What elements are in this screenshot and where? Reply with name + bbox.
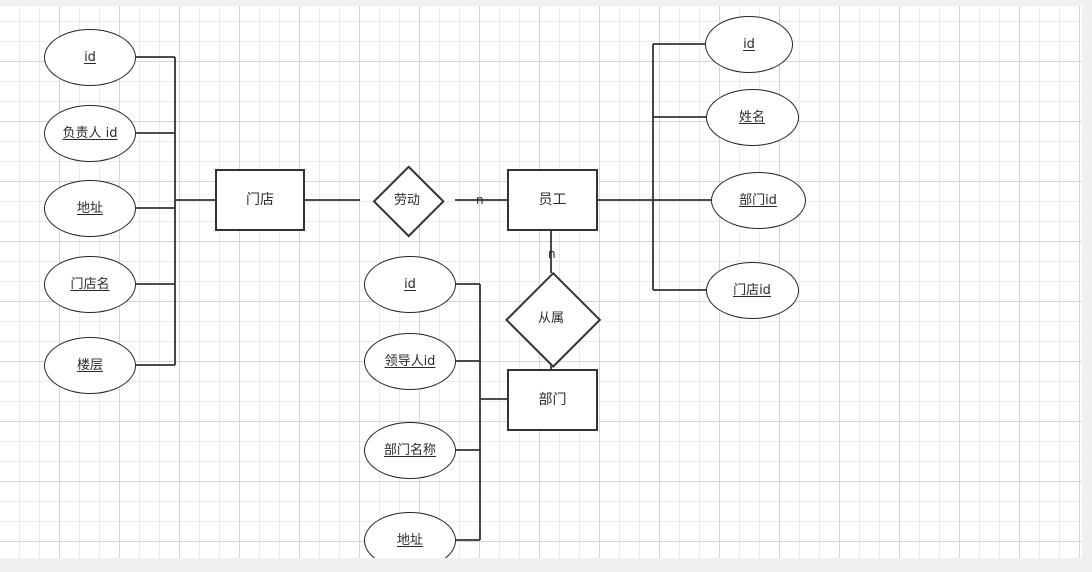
attribute-store-manager[interactable]: 负责人 id [44, 104, 136, 162]
attribute-employee-store-id[interactable]: 门店id [705, 261, 799, 319]
relationship-label-belongs-to: 从属 [537, 310, 564, 326]
cardinality-employee-belongs: n [548, 247, 556, 261]
attribute-label-store-id: id [84, 49, 96, 65]
relationship-belongs-to[interactable]: 从属 [504, 271, 602, 369]
attribute-dept-name[interactable]: 部门名称 [364, 421, 456, 479]
attribute-employee-name[interactable]: 姓名 [705, 88, 799, 146]
attribute-label-dept-name: 部门名称 [383, 442, 436, 458]
attribute-dept-leader[interactable]: 领导人id [364, 332, 456, 390]
relationship-label-labor: 劳动 [393, 192, 420, 208]
attribute-store-id[interactable]: id [44, 28, 136, 86]
attribute-store-name[interactable]: 门店名 [44, 255, 136, 313]
attribute-label-store-floor: 楼层 [76, 357, 103, 373]
attribute-label-dept-address: 地址 [396, 532, 423, 548]
attribute-employee-dept-id[interactable]: 部门id [710, 171, 806, 229]
attribute-dept-id[interactable]: id [364, 255, 456, 313]
attribute-label-dept-leader: 领导人id [384, 353, 436, 369]
attribute-dept-address[interactable]: 地址 [364, 511, 456, 558]
attribute-store-floor[interactable]: 楼层 [44, 336, 136, 394]
entity-employee[interactable]: 员工 [507, 169, 598, 231]
relationship-labor[interactable]: 劳动 [360, 165, 455, 239]
attribute-store-address[interactable]: 地址 [44, 179, 136, 237]
attribute-label-store-address: 地址 [76, 200, 103, 216]
entity-label-department: 部门 [538, 392, 567, 408]
entity-label-employee: 员工 [538, 192, 567, 208]
attribute-label-employee-dept-id: 部门id [739, 192, 777, 208]
attribute-label-dept-id: id [404, 276, 416, 292]
entity-store[interactable]: 门店 [215, 169, 305, 231]
attribute-label-store-name: 门店名 [70, 276, 110, 292]
entity-department[interactable]: 部门 [507, 369, 598, 431]
attribute-label-employee-store-id: 门店id [733, 282, 771, 298]
attribute-label-employee-name: 姓名 [738, 109, 765, 125]
attribute-label-employee-id: id [743, 36, 755, 52]
attribute-employee-id[interactable]: id [705, 15, 793, 73]
cardinality-labor-employee: n [476, 193, 484, 207]
entity-label-store: 门店 [246, 192, 274, 208]
attribute-label-store-manager: 负责人 id [62, 125, 118, 141]
